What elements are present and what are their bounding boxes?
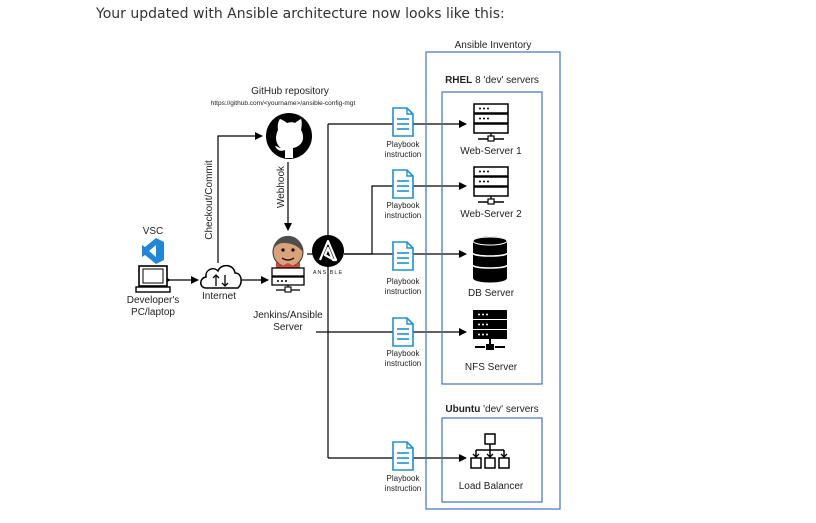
playbook-doc-icon — [392, 317, 414, 347]
developer-label-1: Developer's — [127, 295, 180, 306]
web-server-2-label: Web-Server 2 — [460, 209, 522, 220]
playbook-label-2: instruction — [385, 150, 421, 159]
ansible-logo-text: ANSIBLE — [313, 270, 343, 276]
web-server-2-icon — [473, 166, 509, 205]
playbook-group-nfs: Playbook instruction — [385, 317, 421, 368]
jenkins-icon — [272, 235, 304, 269]
vsc-label: VSC — [143, 226, 164, 237]
vscode-icon — [142, 238, 164, 264]
db-server-label: DB Server — [468, 288, 515, 299]
rhel-servers-box — [441, 91, 543, 385]
ansible-inventory-box — [425, 51, 561, 510]
intro-text: Your updated with Ansible architecture n… — [96, 6, 505, 22]
ubuntu-group-label: Ubuntu 'dev' servers — [445, 404, 538, 415]
github-url: https://github.com/<yourname>/ansible-co… — [211, 100, 356, 107]
playbook-label-1: Playbook — [387, 140, 421, 149]
load-balancer-icon — [470, 433, 510, 469]
playbook-group-web1: Playbook instruction — [385, 107, 421, 159]
web-server-1-icon — [473, 103, 509, 142]
internet-label: Internet — [202, 291, 236, 302]
rhel-group-label: RHEL 8 'dev' servers — [445, 75, 539, 86]
nfs-server-icon — [473, 310, 507, 350]
checkout-commit-connector — [217, 132, 263, 263]
database-icon — [472, 236, 508, 283]
webhook-label: Webhook — [276, 165, 287, 208]
playbook-doc-icon — [392, 441, 414, 471]
playbook-doc-icon — [392, 241, 414, 271]
cloud-icon — [200, 264, 242, 289]
load-balancer-label: Load Balancer — [459, 481, 524, 492]
playbook-group-db: Playbook instruction — [385, 241, 421, 296]
nfs-server-label: NFS Server — [465, 362, 518, 373]
playbook-label-1: Playbook — [387, 277, 421, 286]
laptop-icon — [135, 265, 171, 293]
jenkins-server-icon — [271, 267, 305, 293]
checkout-commit-label: Checkout/Commit — [204, 160, 215, 240]
jenkins-label-1: Jenkins/Ansible — [253, 310, 323, 321]
jenkins-label-2: Server — [273, 322, 303, 333]
inventory-title: Ansible Inventory — [455, 40, 532, 51]
playbook-label-2: instruction — [385, 287, 421, 296]
playbook-label-1: Playbook — [387, 201, 421, 210]
playbook-group-lb: Playbook instruction — [385, 441, 421, 493]
playbook-label-2: instruction — [385, 484, 421, 493]
web-server-1-label: Web-Server 1 — [460, 146, 522, 157]
playbook-label-1: Playbook — [387, 349, 421, 358]
playbook-group-web2: Playbook instruction — [385, 169, 421, 220]
playbook-label-2: instruction — [385, 359, 421, 368]
ubuntu-servers-box — [441, 417, 543, 503]
developer-label-2: PC/laptop — [131, 307, 175, 318]
playbook-doc-icon — [392, 107, 414, 137]
playbook-doc-icon — [392, 169, 414, 199]
github-icon — [266, 113, 312, 159]
github-title: GitHub repository — [251, 86, 329, 97]
ansible-logo-icon — [312, 235, 344, 267]
playbook-label-1: Playbook — [387, 474, 421, 483]
playbook-label-2: instruction — [385, 211, 421, 220]
